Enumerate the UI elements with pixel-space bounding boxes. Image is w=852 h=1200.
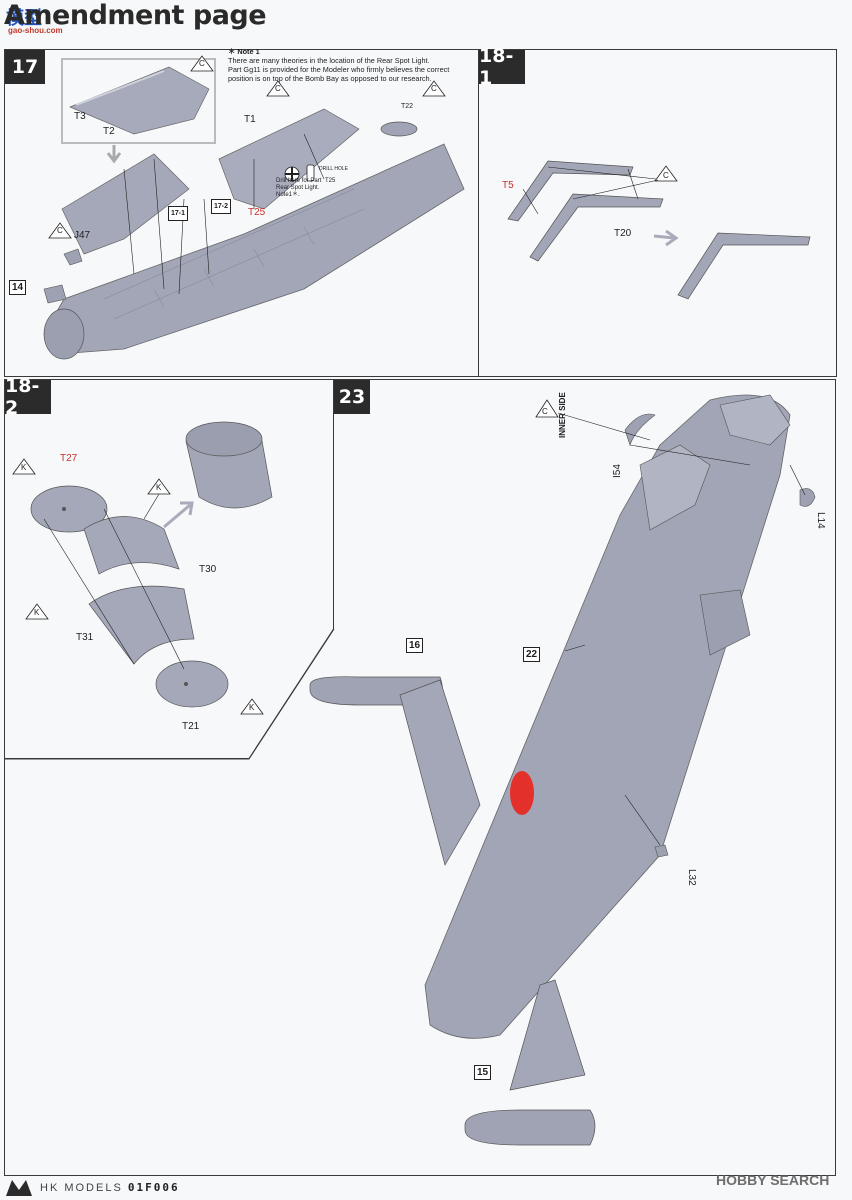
hk-logo-icon [6, 1180, 32, 1196]
step-17-illustration [43, 55, 465, 360]
label-t21: T21 [182, 721, 200, 732]
label-t22: T22 [401, 103, 414, 110]
ref-box-22: 22 [523, 647, 541, 662]
c-symbol-3: C [431, 84, 437, 93]
ref-box-15: 15 [474, 1065, 492, 1080]
label-t3: T3 [74, 111, 86, 122]
step-18-1-panel [478, 49, 837, 377]
drill-instruction: Drill here for Part Rear Spot Light. Not… [276, 178, 322, 198]
step-23-frame [4, 379, 836, 1176]
c-symbol-4: C [57, 226, 63, 235]
label-t5: T5 [502, 180, 514, 191]
ref-box-14: 14 [9, 280, 27, 295]
note-1: ＊ Note 1 There are many theories in the … [228, 47, 450, 83]
step-23-illustration [309, 394, 816, 1146]
drill-hole-label: DRILL HOLE [319, 166, 348, 172]
label-t31: T31 [76, 632, 94, 643]
label-l14: L14 [815, 512, 826, 529]
page-title: Amendment page [4, 0, 267, 31]
label-t27: T27 [60, 453, 78, 464]
label-l32: L32 [686, 869, 697, 886]
footer-brand: HK MODELS [40, 1182, 123, 1194]
site-logo: 模型 gao-shou.com [6, 4, 70, 35]
logo-url: gao-shou.com [8, 26, 63, 35]
footer-code: 01F006 [127, 1181, 180, 1194]
logo-text: 模型 [6, 8, 42, 29]
c-symbol-2: C [275, 84, 281, 93]
label-t1: T1 [244, 114, 256, 125]
k-symbol-1: K [21, 463, 27, 472]
ref-box-17-2: 17-2 [211, 199, 232, 214]
step-18-1-badge: 18-1 [479, 45, 525, 89]
label-inner-side: INNER SIDE [558, 392, 567, 438]
k-symbol-3: K [34, 608, 40, 617]
k-symbol-2: K [156, 483, 162, 492]
c-symbol-18-1: C [663, 171, 669, 180]
c-symbol-1: C [199, 59, 205, 68]
watermark: HOBBY SEARCH [716, 1172, 830, 1188]
label-i54: I54 [612, 464, 623, 478]
label-t2: T2 [103, 126, 115, 137]
step-18-2-illustration [12, 421, 273, 715]
label-t25-drill: T25 [325, 178, 336, 184]
step-23-badge: 23 [334, 380, 370, 414]
label-t25: T25 [248, 207, 266, 218]
label-t30: T30 [199, 564, 217, 575]
step-18-2-badge: 18-2 [5, 375, 51, 419]
ref-box-16: 16 [406, 638, 424, 653]
footer-brand-line: HK MODELS 01F006 [40, 1181, 180, 1194]
c-symbol-23: C [542, 407, 548, 416]
label-t20: T20 [614, 228, 632, 239]
k-symbol-4: K [249, 703, 255, 712]
label-j47: J47 [74, 230, 91, 241]
step-18-1-illustration [507, 160, 811, 300]
ref-box-17-1: 17-1 [168, 206, 189, 221]
step-17-badge: 17 [5, 50, 45, 84]
